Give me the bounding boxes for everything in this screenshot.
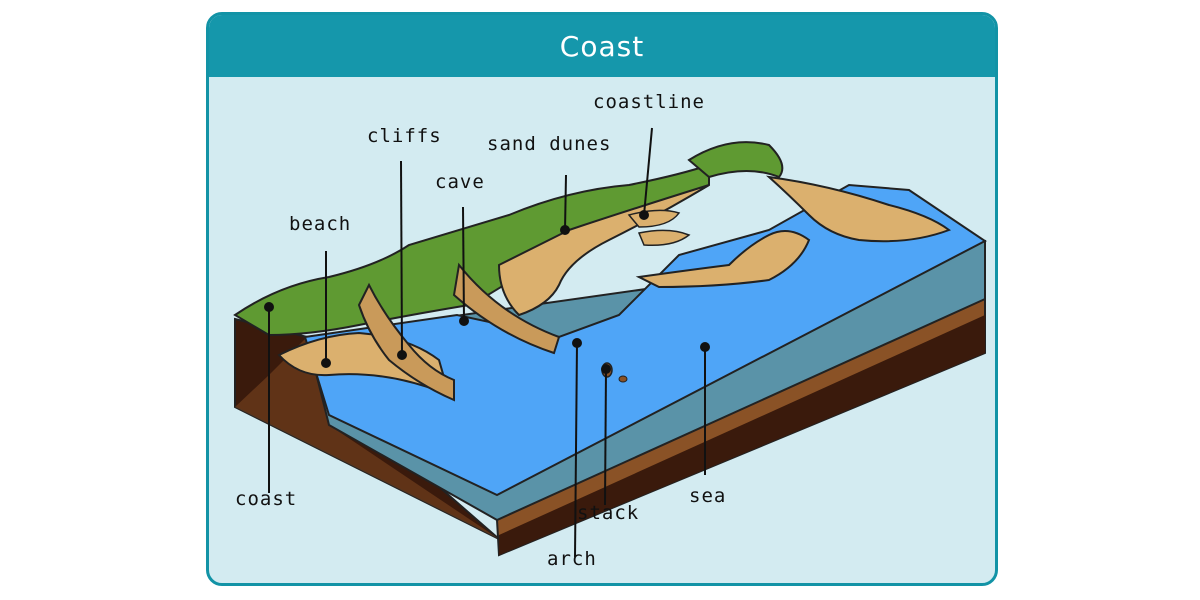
- title-bar: Coast: [209, 15, 995, 77]
- page-title: Coast: [559, 29, 645, 63]
- label-beach: beach: [289, 213, 352, 235]
- front-earth-dark: [499, 315, 985, 555]
- far-grass: [687, 141, 784, 179]
- sand-bar-1: [627, 209, 681, 228]
- label-coastline: coastline: [593, 91, 705, 113]
- label-stack: stack: [577, 502, 640, 524]
- left-earth-mid: [235, 337, 499, 539]
- label-coast: coast: [235, 488, 298, 510]
- coast-illustration: [233, 127, 987, 558]
- label-cave: cave: [435, 171, 485, 193]
- sand-bar-2: [637, 229, 691, 247]
- small-rock: [618, 375, 628, 383]
- label-arch: arch: [547, 548, 597, 570]
- leader-lines: [264, 127, 710, 558]
- far-sand: [765, 175, 952, 243]
- label-sand-dunes: sand dunes: [487, 133, 612, 155]
- label-sea: sea: [689, 485, 727, 507]
- cliff-face: [357, 282, 455, 402]
- cliff-face-middle: [452, 262, 561, 355]
- diagram-card: Coast: [206, 12, 998, 586]
- sand-spit: [635, 230, 811, 289]
- label-cliffs: cliffs: [367, 125, 442, 147]
